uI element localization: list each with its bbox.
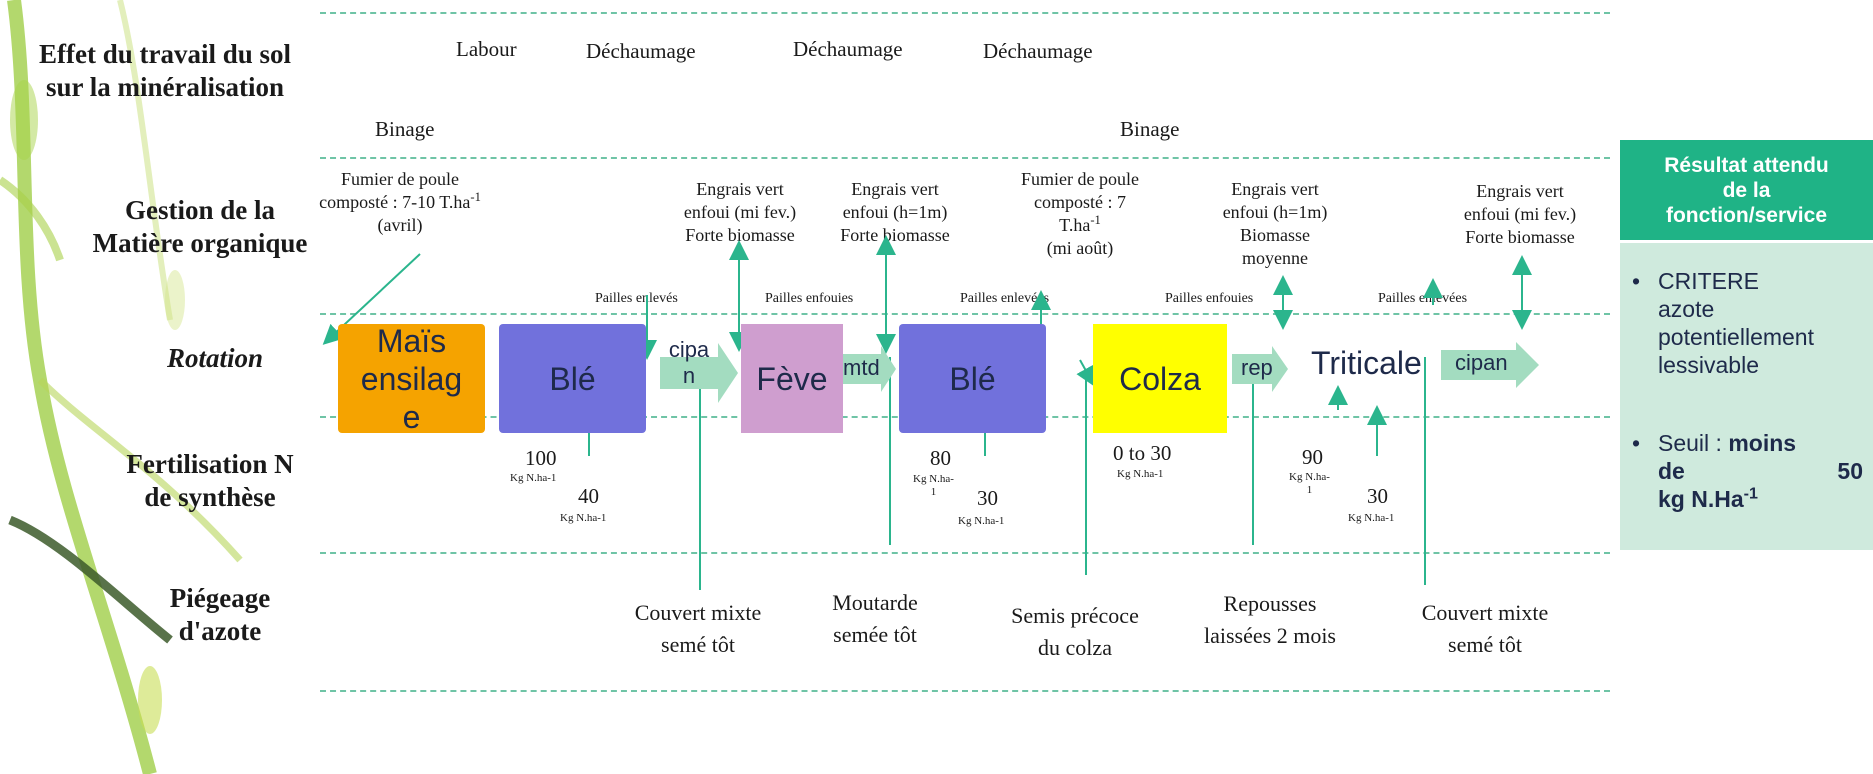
tillage-dechaumage-1: Déchaumage [586, 39, 696, 63]
straw-label: Pailles enlevées [960, 291, 1050, 306]
note-fumier-1: Fumier de poule composté : 7-10 T.ha-1 (… [319, 169, 481, 235]
dose-value: 100 [525, 446, 557, 470]
separator-line [320, 12, 1610, 14]
note-fumier-2: Fumier de poule composté : 7 T.ha-1 (mi … [1021, 169, 1139, 258]
tillage-binage-2: Binage [1120, 117, 1180, 141]
dose-unit: Kg N.ha-1 [1348, 512, 1395, 524]
dose-unit: Kg N.ha-1 [958, 515, 1005, 527]
tillage-labour: Labour [456, 37, 517, 61]
straw-label: Pailles enlevés [595, 291, 678, 306]
dose-unit: Kg N.ha-1 [510, 472, 557, 484]
arrow-mtd-label: mtd [843, 355, 880, 380]
arrow-cipan-1 [660, 343, 738, 403]
crop-ble-2: Blé [899, 324, 1046, 433]
crop-triticale: Triticale [1311, 345, 1422, 381]
arrow-cipan-2-label: cipan [1455, 350, 1508, 375]
dose-value: 30 [1367, 484, 1388, 508]
crop-feve: Fève [741, 324, 843, 433]
row-label-rotation: Rotation [166, 343, 264, 373]
bullet-icon: • [1632, 268, 1641, 294]
separator-line [320, 313, 1610, 315]
arrow-mtd [843, 346, 896, 392]
dose-value: 80 [930, 446, 951, 470]
tillage-binage-1: Binage [375, 117, 435, 141]
crop-ble-1: Blé [499, 324, 646, 433]
crop-colza: Colza [1093, 324, 1227, 433]
tillage-dechaumage-3: Déchaumage [983, 39, 1093, 63]
separator-line [320, 690, 1610, 692]
dose-unit: Kg N.ha-1 [1117, 468, 1164, 480]
dose-value: 0 to 30 [1113, 441, 1172, 465]
straw-label: Pailles enfouies [1165, 291, 1254, 306]
straw-label: Pailles enfouies [765, 291, 854, 306]
separator-line [320, 157, 1610, 159]
arrow-rep-label: rep [1241, 355, 1273, 380]
dose-unit: Kg N.ha-1 [1289, 471, 1330, 496]
bullet-icon: • [1632, 430, 1641, 456]
plant-decoration [0, 0, 243, 774]
arrow-rep [1232, 346, 1288, 392]
dose-value: 30 [977, 486, 998, 510]
dose-unit: Kg N.ha-1 [560, 512, 607, 524]
dose-unit: Kg N.ha-1 [913, 473, 954, 498]
separator-line [320, 552, 1610, 554]
straw-label: Pailles enlevées [1378, 291, 1468, 306]
tillage-dechaumage-2: Déchaumage [793, 37, 903, 61]
dose-value: 40 [578, 484, 599, 508]
dose-value: 90 [1302, 445, 1323, 469]
arrow-cipan-2 [1441, 342, 1539, 388]
